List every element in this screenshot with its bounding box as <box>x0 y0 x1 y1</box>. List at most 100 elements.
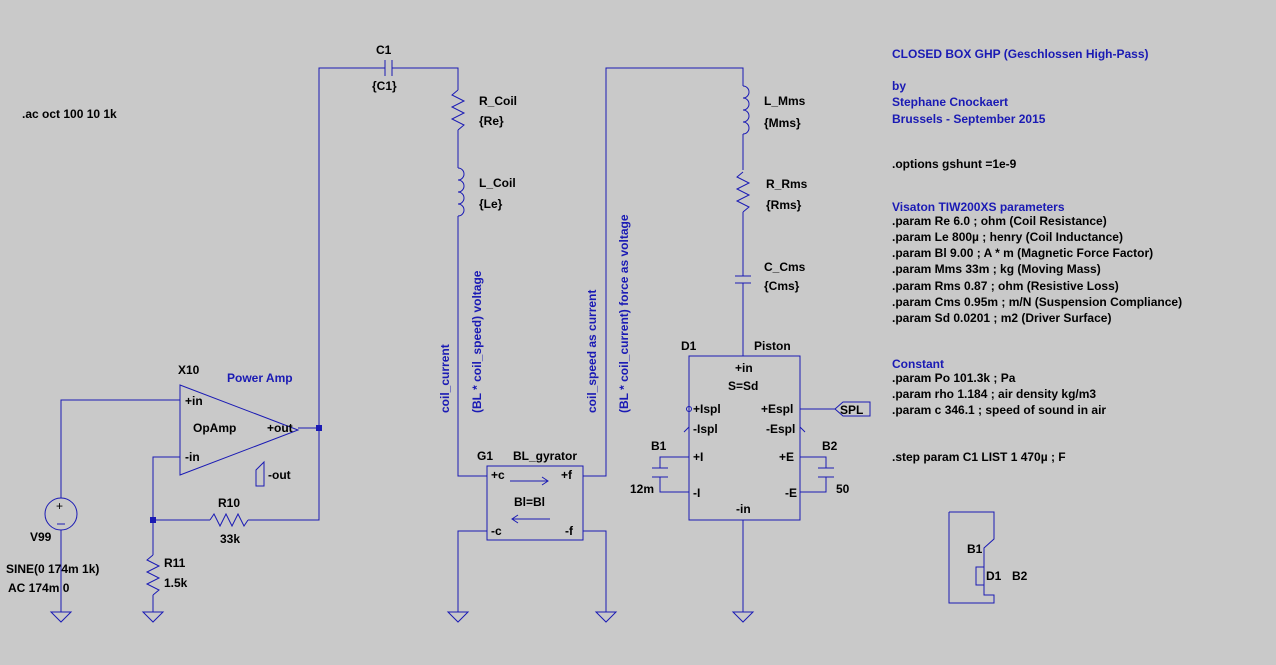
ground-icon <box>446 611 470 623</box>
wire-inminus-feedback <box>152 456 180 520</box>
piston-param: S=Sd <box>728 379 758 393</box>
gyrator-name: G1 <box>477 449 493 463</box>
resistor-icon <box>450 89 466 131</box>
symbol-outline <box>948 511 995 604</box>
spl-net-flag[interactable]: SPL <box>834 401 871 417</box>
capacitor-c-cms[interactable]: C_Cms {Cms} <box>735 260 806 293</box>
resistor-r11[interactable]: R11 1.5k <box>145 554 188 596</box>
capacitor-b1[interactable]: B1 12m <box>630 439 668 496</box>
opamp-pin-inplus: +in <box>185 394 203 408</box>
b1-value: 12m <box>630 482 654 496</box>
junction-dot <box>150 517 156 523</box>
r10-name: R10 <box>218 496 240 510</box>
opamp-label: Power Amp <box>227 371 293 385</box>
wire-gyrator-f-ground <box>583 530 607 612</box>
l-coil-name: L_Coil <box>479 176 516 190</box>
resistor-r10[interactable]: R10 33k <box>209 496 249 546</box>
opamp-x10[interactable]: X10 Power Amp +in OpAmp +out -in -out <box>178 363 300 487</box>
net-label-coil-speed-current: coil_speed as current <box>585 290 599 413</box>
c1-name: C1 <box>376 43 392 57</box>
net-label-coil-current: coil_current <box>438 344 452 413</box>
constant-line[interactable]: .param c 346.1 ; speed of sound in air <box>892 403 1106 417</box>
wire-gyrator-f-to-lmms <box>583 67 744 477</box>
c1-value: {C1} <box>372 79 397 93</box>
wire-b2-top <box>800 456 827 468</box>
source-v99[interactable]: + V99 SINE(0 174m 1k) AC 174m 0 <box>6 497 99 595</box>
piston-pin-eminus: -E <box>785 486 797 500</box>
wire-out-to-c1 <box>318 67 385 428</box>
net-label-bl-speed-voltage: (BL * coil_speed) voltage <box>470 270 484 413</box>
v99-value-ac: AC 174m 0 <box>8 581 70 595</box>
junction-dot <box>316 425 322 431</box>
opamp-model: OpAmp <box>193 421 236 435</box>
net-flag-icon <box>834 401 871 417</box>
piston-model: Piston <box>754 339 791 353</box>
gyrator-g1[interactable]: G1 BL_gyrator +c +f Bl=Bl -c -f <box>477 449 584 541</box>
inductor-l-mms[interactable]: L_Mms {Mms} <box>742 85 806 135</box>
constant-line[interactable]: .param Po 101.3k ; Pa <box>892 371 1016 385</box>
piston-pin-inminus: -in <box>736 502 751 516</box>
param-line[interactable]: .param Re 6.0 ; ohm (Coil Resistance) <box>892 214 1107 228</box>
piston-name: D1 <box>681 339 697 353</box>
l-mms-name: L_Mms <box>764 94 806 108</box>
symbol-piston-icon <box>975 566 985 586</box>
inductor-icon <box>742 85 750 135</box>
grounds <box>49 611 755 623</box>
constant-heading: Constant <box>892 357 944 371</box>
b2-value: 50 <box>836 482 850 496</box>
inductor-l-coil[interactable]: L_Coil {Le} <box>457 167 516 217</box>
ispl-port-icon <box>686 406 692 412</box>
preview-d1-label: D1 <box>986 569 1002 583</box>
l-coil-value: {Le} <box>479 197 503 211</box>
wire-r10-right <box>248 428 320 521</box>
param-line[interactable]: .param Cms 0.95m ; m/N (Suspension Compl… <box>892 295 1182 309</box>
r11-value: 1.5k <box>164 576 188 590</box>
gyrator-body-label: Bl=Bl <box>514 495 545 509</box>
piston-d1[interactable]: D1 Piston +in S=Sd +Ispl +Espl -Ispl -Es… <box>681 339 806 521</box>
net-label-bl-current-force: (BL * coil_current) force as voltage <box>617 214 631 413</box>
capacitor-c1[interactable]: C1 {C1} <box>372 43 397 93</box>
ispl-minus-tick <box>683 426 690 433</box>
gyrator-pin-cminus: -c <box>491 524 502 538</box>
piston-pin-eplus: +E <box>779 450 794 464</box>
espl-minus-tick <box>799 426 806 433</box>
piston-pin-inplus: +in <box>735 361 753 375</box>
wire-v99-to-inplus <box>60 399 180 498</box>
preview-b2-label: B2 <box>1012 569 1028 583</box>
net-labels: coil_current (BL * coil_speed) voltage c… <box>438 214 631 413</box>
param-line[interactable]: .param Le 800µ ; henry (Coil Inductance) <box>892 230 1123 244</box>
step-directive[interactable]: .step param C1 LIST 1 470µ ; F <box>892 450 1066 464</box>
resistor-r-rms[interactable]: R_Rms {Rms} <box>735 171 808 213</box>
by-label: by <box>892 79 906 93</box>
author-label: Stephane Cnockaert <box>892 95 1008 109</box>
symbol-preview[interactable]: B1 D1 B2 <box>948 511 1028 604</box>
arrow-right-head <box>541 476 549 486</box>
options-directive[interactable]: .options gshunt =1e-9 <box>892 157 1017 171</box>
gyrator-model: BL_gyrator <box>513 449 577 463</box>
plus-sign: + <box>56 499 63 513</box>
b1-name: B1 <box>651 439 667 453</box>
opamp-name: X10 <box>178 363 200 377</box>
params-heading: Visaton TIW200XS parameters <box>892 200 1065 214</box>
param-line[interactable]: .param Sd 0.0201 ; m2 (Driver Surface) <box>892 311 1111 325</box>
r-rms-value: {Rms} <box>766 198 802 212</box>
resistor-r-coil[interactable]: R_Coil {Re} <box>450 89 517 131</box>
gyrator-pin-cplus: +c <box>491 468 505 482</box>
wire-lcoil-to-gyrator <box>457 216 487 477</box>
gyrator-pin-fplus: +f <box>561 468 573 482</box>
capacitor-b2[interactable]: B2 50 <box>818 439 850 496</box>
piston-pin-isplplus: +Ispl <box>693 402 721 416</box>
resistor-icon <box>145 554 161 596</box>
opamp-pin-outminus: -out <box>268 468 291 482</box>
r-coil-value: {Re} <box>479 114 504 128</box>
param-line[interactable]: .param Rms 0.87 ; ohm (Resistive Loss) <box>892 279 1119 293</box>
param-line[interactable]: .param Mms 33m ; kg (Moving Mass) <box>892 262 1101 276</box>
spl-label: SPL <box>840 403 863 417</box>
ground-icon <box>49 611 73 623</box>
wire-gyrator-c-ground <box>457 530 487 612</box>
ac-directive[interactable]: .ac oct 100 10 1k <box>22 107 117 121</box>
constant-line[interactable]: .param rho 1.184 ; air density kg/m3 <box>892 387 1096 401</box>
param-line[interactable]: .param Bl 9.00 ; A * m (Magnetic Force F… <box>892 246 1153 260</box>
piston-pin-isplminus: -Ispl <box>693 422 718 436</box>
r-rms-name: R_Rms <box>766 177 808 191</box>
